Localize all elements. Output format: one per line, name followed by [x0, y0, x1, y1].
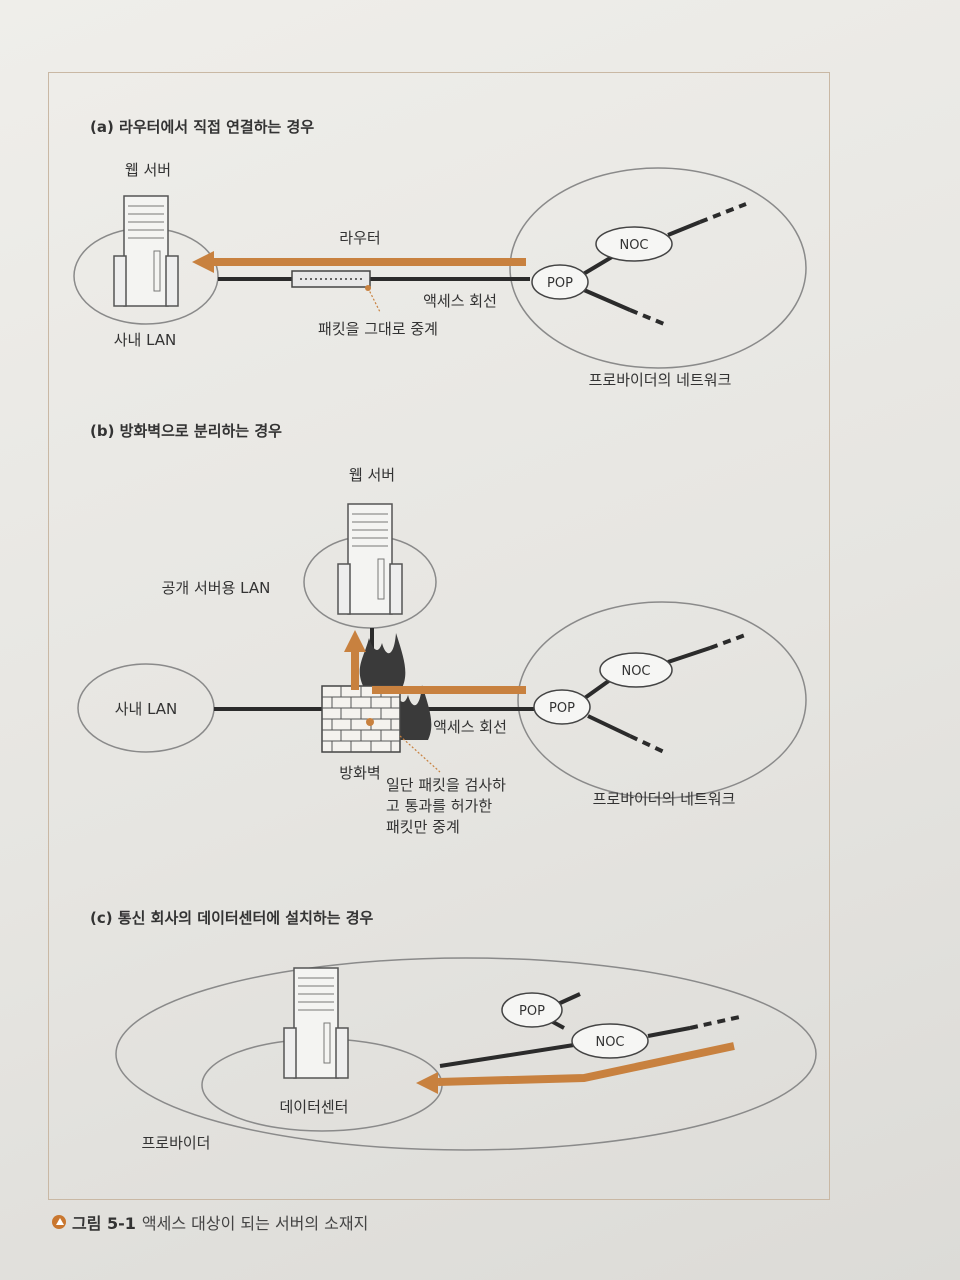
- provider-label: 프로바이더: [141, 1134, 210, 1152]
- access-line-label-b: 액세스 회선: [433, 718, 507, 736]
- provider-network-label-b: 프로바이더의 네트워크: [593, 790, 736, 808]
- inspect-note-line3: 패킷만 중계: [386, 818, 460, 836]
- datacenter-label: 데이터센터: [279, 1098, 348, 1116]
- packet-relay-label: 패킷을 그대로 중계: [318, 320, 438, 338]
- web-server-icon-a: [113, 195, 179, 307]
- noc-node-b: [599, 652, 673, 688]
- server-icon-c: [283, 967, 349, 1079]
- public-lan-label: 공개 서버용 LAN: [162, 579, 271, 597]
- web-server-label-a: 웹 서버: [125, 161, 171, 179]
- packet-flow-arrow-c: [437, 1042, 735, 1086]
- pop-node-a: [531, 264, 589, 300]
- firewall-label: 방화벽: [339, 764, 380, 782]
- caption-arrow-icon: [52, 1215, 66, 1229]
- provider-network-ellipse-b: [517, 601, 807, 799]
- section-a-title: (a) 라우터에서 직접 연결하는 경우: [90, 118, 314, 136]
- pop-label-c: POP: [519, 1004, 545, 1019]
- provider-network-ellipse-a: [509, 167, 807, 369]
- figure-caption: 그림 5-1 액세스 대상이 되는 서버의 소재지: [52, 1210, 368, 1234]
- noc-node-c: [571, 1023, 649, 1059]
- pop-node-b: [533, 689, 591, 725]
- pop-node-c: [501, 992, 563, 1028]
- access-line-label-a: 액세스 회선: [423, 292, 497, 310]
- pop-label-b: POP: [549, 701, 575, 716]
- web-server-label-b: 웹 서버: [349, 466, 395, 484]
- caption-text: 액세스 대상이 되는 서버의 소재지: [141, 1214, 369, 1233]
- flame-icon: [359, 633, 406, 688]
- web-server-icon-b: [337, 503, 403, 615]
- pop-label-a: POP: [547, 276, 573, 291]
- internal-lan-label-a: 사내 LAN: [114, 331, 177, 349]
- inspect-note-line2: 고 통과를 허가한: [386, 797, 492, 815]
- provider-network-label-a: 프로바이더의 네트워크: [589, 371, 732, 389]
- section-b-title: (b) 방화벽으로 분리하는 경우: [90, 422, 282, 440]
- inspect-note-line1: 일단 패킷을 검사하: [386, 776, 506, 794]
- caption-number: 그림 5-1: [72, 1214, 136, 1233]
- noc-label-c: NOC: [595, 1035, 624, 1050]
- provider-ellipse: [115, 957, 817, 1151]
- noc-label-b: NOC: [621, 664, 650, 679]
- noc-node-a: [595, 226, 673, 262]
- section-c-title: (c) 통신 회사의 데이터센터에 설치하는 경우: [90, 909, 374, 927]
- firewall-icon: [321, 685, 401, 753]
- noc-label-a: NOC: [619, 238, 648, 253]
- internal-lan-label-b: 사내 LAN: [115, 700, 178, 718]
- figure-frame: [48, 72, 830, 1200]
- router-label: 라우터: [339, 229, 380, 247]
